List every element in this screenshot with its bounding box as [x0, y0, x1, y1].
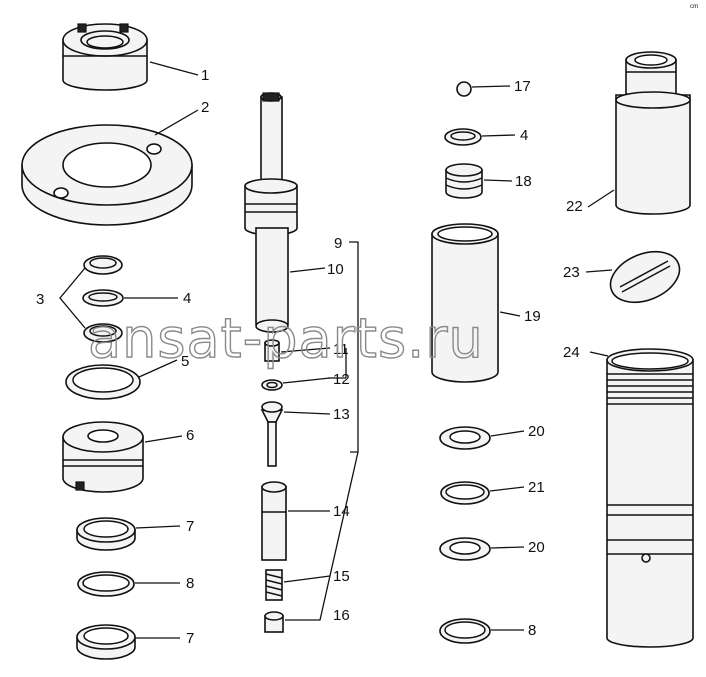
callout-5: 5 [181, 353, 189, 370]
part-10-plunger-body [244, 92, 298, 333]
callout-4-right: 4 [520, 127, 528, 144]
callout-24: 24 [563, 344, 580, 361]
part-19-barrel [431, 223, 499, 383]
part-17-ball [456, 81, 472, 97]
part-18-spring [445, 163, 483, 199]
callout-14: 14 [333, 503, 350, 520]
part-22-body [615, 51, 691, 215]
part-5-oring [65, 364, 141, 400]
part-7-ring-lower [76, 624, 136, 660]
part-20-washer-upper [439, 426, 491, 450]
callout-11: 11 [333, 341, 349, 358]
part-21-oring [440, 481, 490, 505]
callout-13: 13 [333, 406, 350, 423]
callout-7-upper: 7 [186, 518, 194, 535]
callout-23: 23 [563, 264, 580, 281]
callout-19: 19 [524, 308, 541, 325]
part-11-small-sleeve [264, 339, 280, 362]
part-2-flange [21, 124, 193, 226]
callout-8-left: 8 [186, 575, 194, 592]
callout-12: 12 [333, 371, 350, 388]
part-7-ring-upper [76, 517, 136, 551]
callout-10: 10 [327, 261, 344, 278]
callout-9: 9 [334, 235, 342, 252]
part-12-washer [261, 379, 283, 391]
callout-6: 6 [186, 427, 194, 444]
callout-7-lower: 7 [186, 630, 194, 647]
corner-mark: ᶜᵐ [690, 2, 698, 12]
callout-16: 16 [333, 607, 350, 624]
callout-21: 21 [528, 479, 545, 496]
callout-20-lower: 20 [528, 539, 545, 556]
part-24-housing [606, 348, 694, 648]
part-23-plug [609, 250, 681, 304]
part-8-oring-right [439, 618, 491, 644]
callout-4-left: 4 [183, 290, 191, 307]
part-13-valve-pin [260, 401, 284, 467]
callout-3: 3 [36, 291, 44, 308]
part-6-bushing [62, 421, 144, 493]
callout-17: 17 [514, 78, 531, 95]
callout-20-upper: 20 [528, 423, 545, 440]
group-9-bracket [328, 241, 359, 453]
part-15-spring [265, 569, 283, 601]
part-1-nut [62, 23, 148, 91]
part-3-seal-rings [83, 255, 123, 343]
callout-18: 18 [515, 173, 532, 190]
part-8-oring-left [77, 571, 135, 597]
part-14-sleeve [261, 481, 287, 561]
callout-8-right: 8 [528, 622, 536, 639]
callout-15: 15 [333, 568, 350, 585]
watermark-text: ansat-parts.ru [88, 307, 484, 370]
part-16-cap [264, 611, 284, 633]
part-4-washer-right [444, 128, 482, 146]
part-20-washer-lower [439, 537, 491, 561]
part-4-washer-left [82, 289, 124, 307]
callout-1: 1 [201, 67, 209, 84]
callout-22: 22 [566, 198, 583, 215]
callout-2: 2 [201, 99, 209, 116]
